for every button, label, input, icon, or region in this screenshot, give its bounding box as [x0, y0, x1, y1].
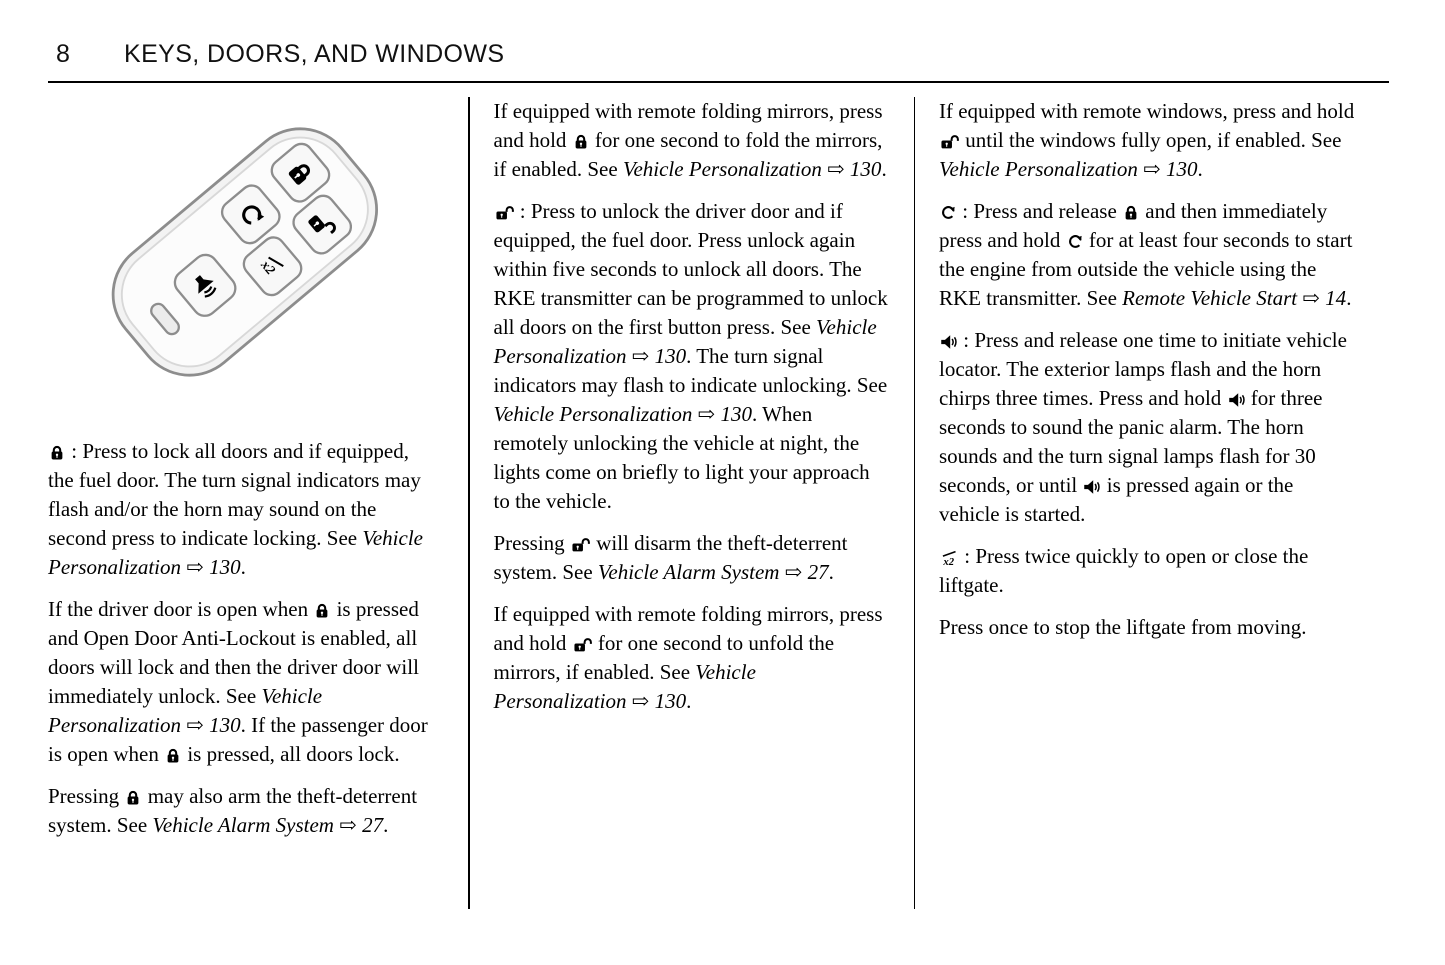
start-icon: [940, 205, 956, 221]
column-3: If equipped with remote windows, press a…: [915, 97, 1359, 909]
paragraph-remote-start: : Press and release and then immediately…: [939, 199, 1353, 310]
paragraph-panic-locator: : Press and release one time to initiate…: [939, 328, 1347, 526]
paragraph-arm-alarm: Pressing may also arm the theft-deterren…: [48, 784, 418, 837]
lock-icon: [314, 603, 330, 619]
unlock-icon: [495, 205, 514, 221]
paragraph-lock-function: : Press to lock all doors and if equippe…: [48, 439, 423, 579]
cross-reference: Vehicle Personalization ⇨ 130: [48, 526, 423, 579]
cross-reference: Vehicle Personalization ⇨ 130: [493, 660, 756, 713]
paragraph-liftgate-stop: Press once to stop the liftgate from mov…: [939, 615, 1307, 639]
column-1: x2 : Press to lock all doors and if equi…: [48, 97, 468, 909]
cross-reference: Vehicle Alarm System ⇨ 27: [597, 560, 829, 584]
unlock-icon: [571, 537, 590, 553]
lock-icon: [1123, 205, 1139, 221]
liftgate-icon: x2: [940, 550, 958, 566]
cross-reference: Remote Vehicle Start ⇨ 14: [1122, 286, 1347, 310]
cross-reference: Vehicle Personalization ⇨ 130: [493, 315, 877, 368]
panic-icon: [1083, 479, 1101, 495]
fob-remote-start-icon: [242, 205, 265, 225]
fob-panic-icon: [195, 275, 217, 298]
fob-keyring-slot: [150, 302, 180, 336]
start-icon: [1067, 234, 1083, 250]
paragraph-liftgate-open: x2 : Press twice quickly to open or clos…: [939, 544, 1309, 597]
header-rule: [48, 81, 1389, 83]
column-divider: [468, 97, 470, 909]
unlock-icon: [940, 134, 959, 150]
paragraph-unlock-function: : Press to unlock the driver door and if…: [493, 199, 888, 513]
paragraph-anti-lockout: If the driver door is open when is press…: [48, 597, 428, 766]
fob-lock-icon: [288, 164, 310, 185]
fob-remote-start-button: [220, 184, 281, 245]
fob-unlock-icon: [308, 215, 336, 235]
content-columns: x2 : Press to lock all doors and if equi…: [48, 97, 1389, 909]
page-title: KEYS, DOORS, AND WINDOWS: [124, 40, 505, 68]
cross-reference: Vehicle Personalization ⇨ 130: [493, 402, 752, 426]
cross-reference: Vehicle Personalization ⇨ 130: [622, 157, 882, 181]
panic-icon: [1228, 392, 1245, 408]
panic-icon: [940, 334, 957, 350]
paragraph-fold-mirrors: If equipped with remote folding mirrors,…: [493, 99, 887, 181]
lock-icon: [165, 748, 181, 764]
unlock-icon: [573, 637, 592, 653]
cross-reference: Vehicle Alarm System ⇨ 27: [152, 813, 384, 837]
rke-transmitter-graphic: x2: [111, 127, 378, 377]
svg-text:x2: x2: [942, 555, 954, 565]
lock-icon: [573, 134, 589, 150]
paragraph-disarm-alarm: Pressing will disarm the theft-deterrent…: [493, 531, 848, 584]
paragraph-remote-windows: If equipped with remote windows, press a…: [939, 99, 1355, 181]
column-2: If equipped with remote folding mirrors,…: [470, 97, 914, 909]
column-divider: [913, 97, 915, 909]
lock-icon: [49, 445, 65, 461]
page-header: 8 KEYS, DOORS, AND WINDOWS: [48, 40, 1389, 81]
lock-icon: [125, 790, 141, 806]
key-fob-image: x2: [67, 99, 419, 413]
page-number: 8: [56, 40, 71, 68]
cross-reference: Vehicle Personalization ⇨ 130: [939, 157, 1198, 181]
paragraph-unfold-mirrors: If equipped with remote folding mirrors,…: [493, 602, 883, 713]
cross-reference: Vehicle Personalization ⇨ 130: [48, 684, 323, 737]
fob-liftgate-button: [242, 236, 303, 297]
